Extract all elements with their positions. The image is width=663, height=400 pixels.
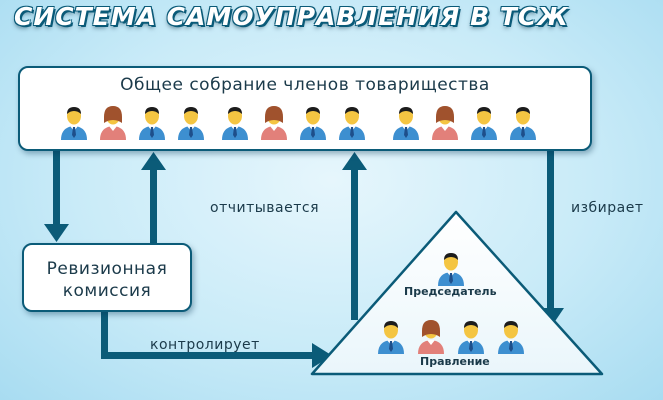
member-female-icon [259, 104, 289, 140]
member-female-icon [430, 104, 460, 140]
member-male-icon [59, 104, 89, 140]
members-group [20, 104, 590, 144]
arrow-audit-to-board [101, 312, 332, 368]
chairman-label: Председатель [404, 285, 497, 298]
edge-label-reports: отчитывается [210, 200, 320, 216]
member-male-icon [298, 104, 328, 140]
member-male-icon [137, 104, 167, 140]
member-female-icon [416, 318, 446, 354]
edge-label-elects: избирает [571, 200, 644, 216]
board-label: Правление [420, 355, 490, 368]
general-assembly-label: Общее собрание членов товарищества [120, 75, 490, 95]
arrow-audit-to-assembly [141, 152, 166, 243]
member-male-icon [456, 318, 486, 354]
diagram-title: СИСТЕМА САМОУПРАВЛЕНИЯ В ТСЖ [14, 2, 569, 31]
member-male-icon [220, 104, 250, 140]
member-male-icon [436, 250, 466, 286]
audit-commission-label-line1: Ревизионная [46, 259, 168, 279]
member-male-icon [508, 104, 538, 140]
arrow-assembly-to-board [537, 151, 564, 328]
member-male-icon [376, 318, 406, 354]
audit-commission-box: Ревизионная комиссия [22, 243, 192, 312]
member-male-icon [469, 104, 499, 140]
member-male-icon [391, 104, 421, 140]
audit-commission-label-line2: комиссия [62, 281, 152, 301]
general-assembly-box: Общее собрание членов товарищества [18, 66, 592, 151]
audit-commission-label: Ревизионная комиссия [24, 258, 190, 302]
member-male-icon [337, 104, 367, 140]
member-female-icon [98, 104, 128, 140]
management-triangle [310, 210, 604, 376]
member-male-icon [176, 104, 206, 140]
arrow-assembly-to-audit [44, 151, 69, 242]
member-male-icon [496, 318, 526, 354]
edge-label-controls: контролирует [150, 337, 260, 353]
arrow-board-to-assembly [342, 152, 367, 320]
